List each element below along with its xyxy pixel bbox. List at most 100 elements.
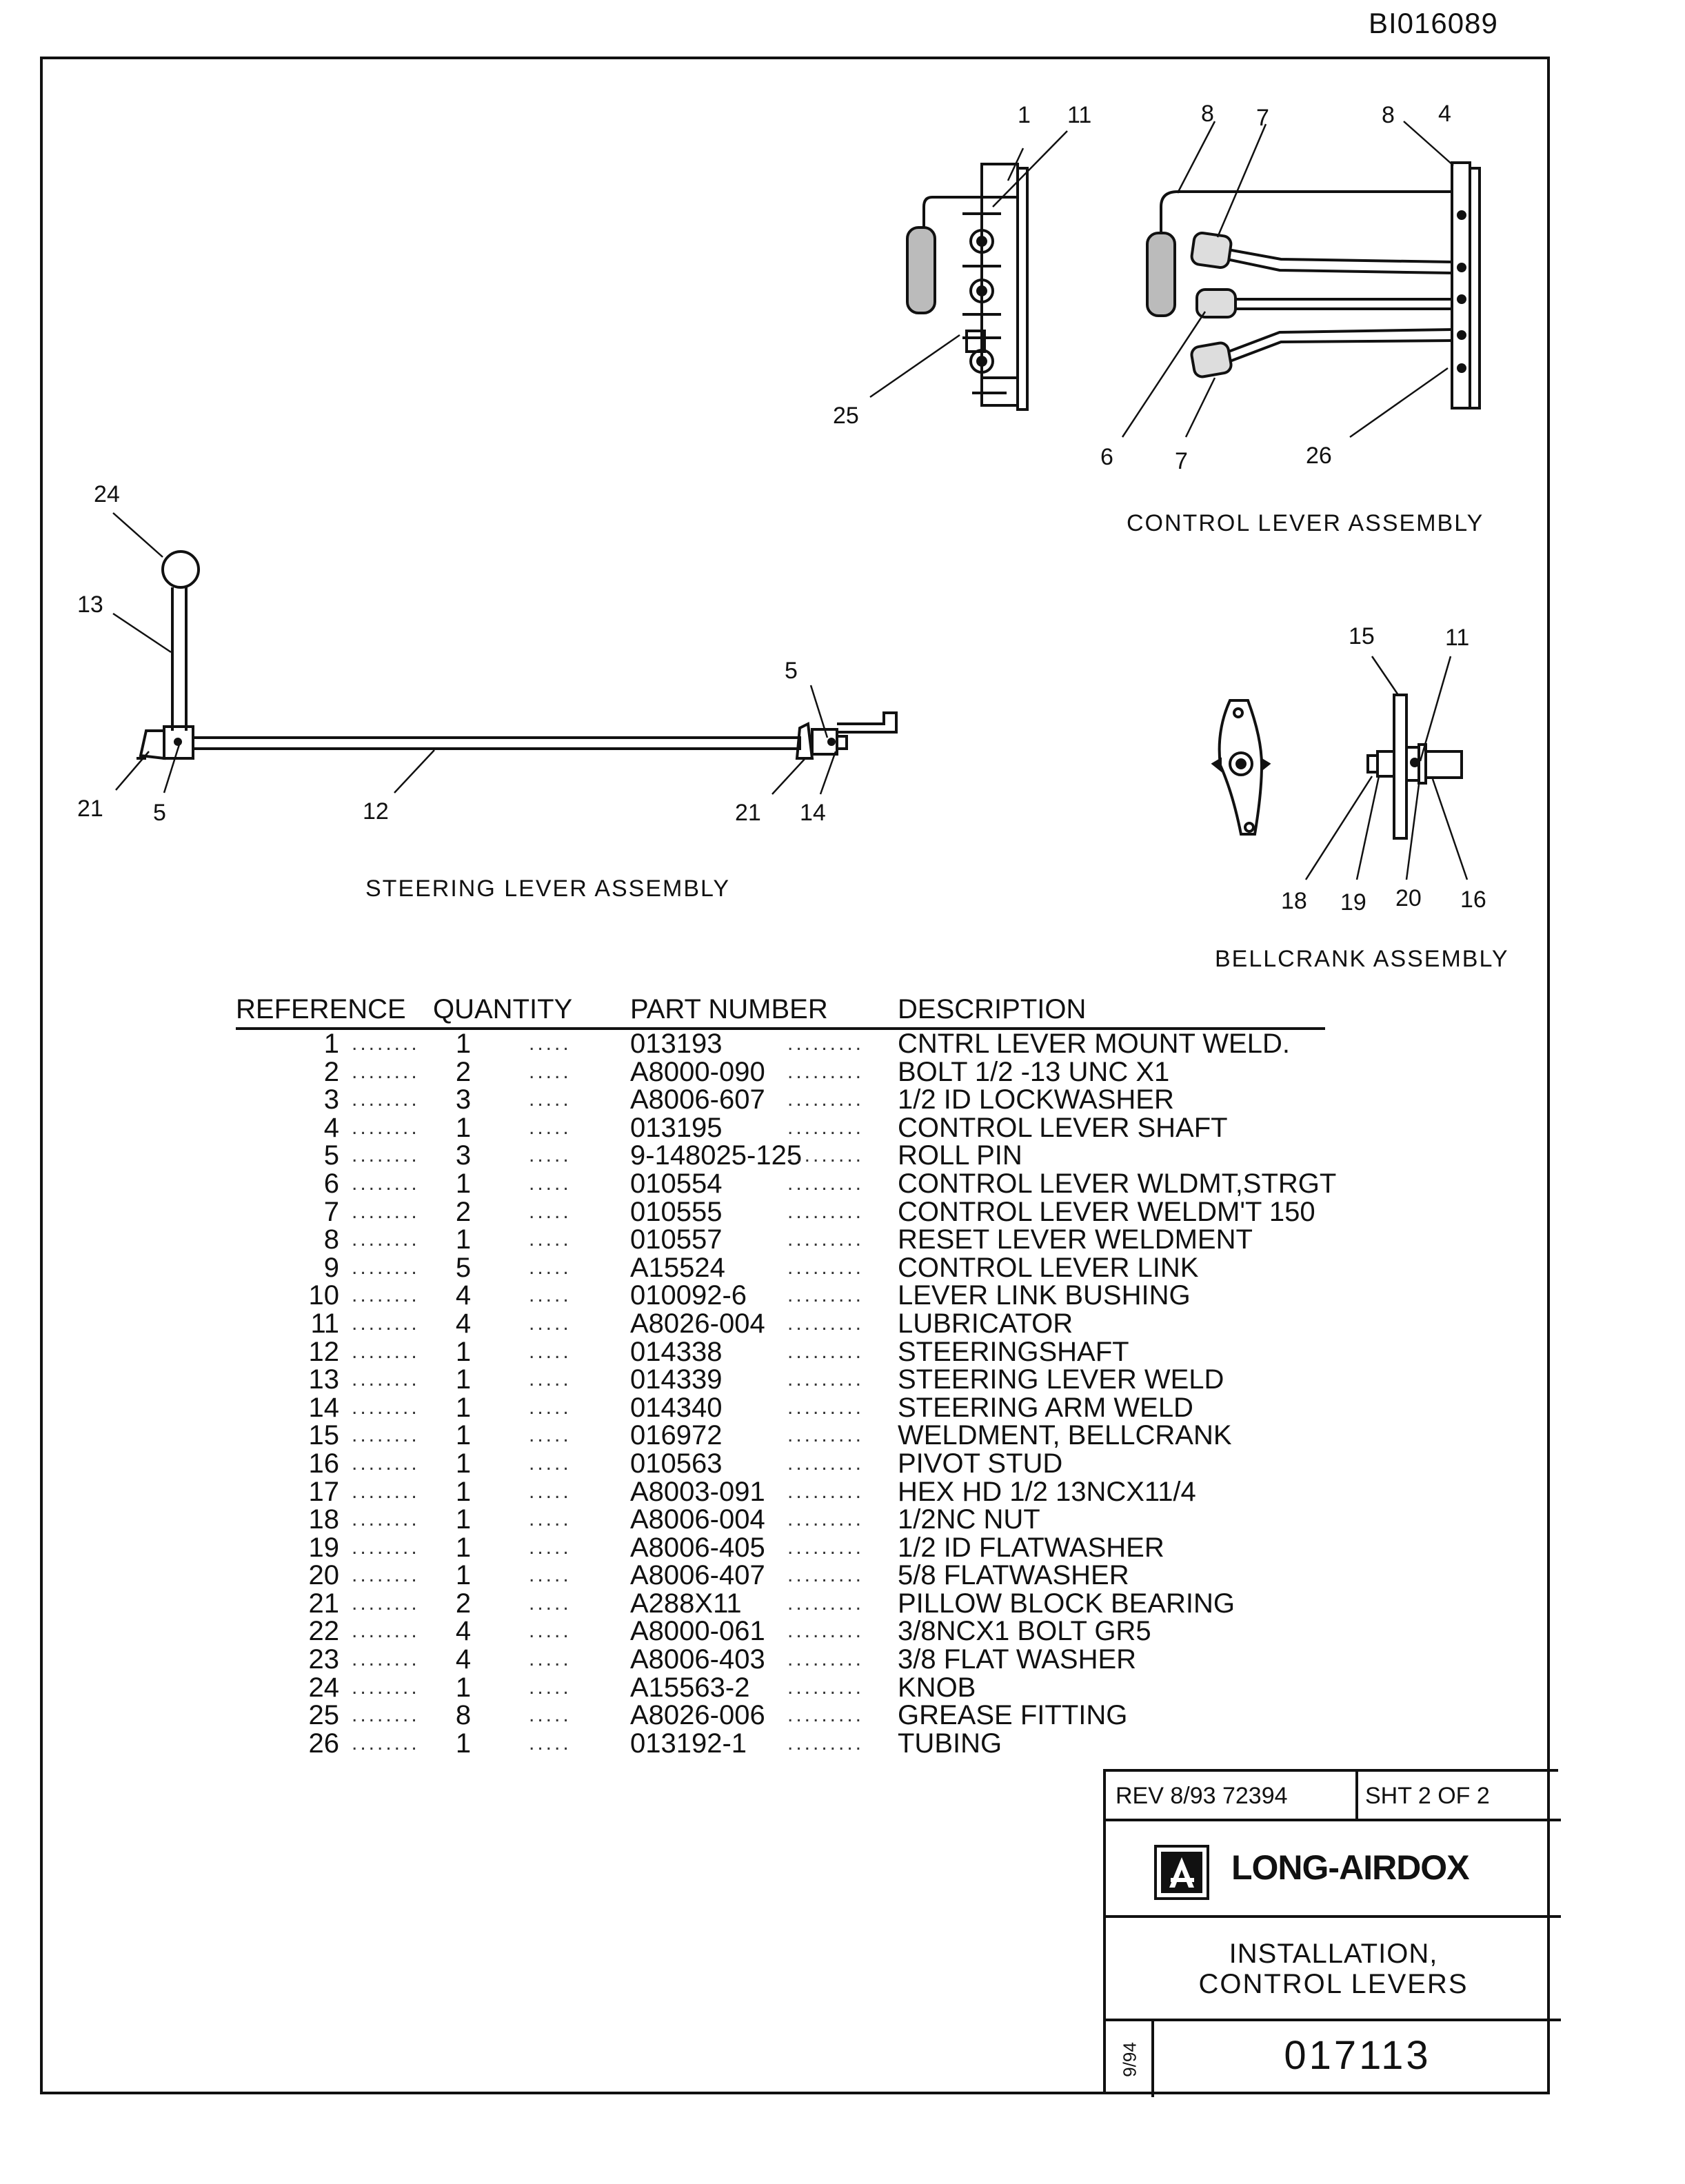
- leader-dots: ........: [352, 1479, 420, 1503]
- reference-cell: 18: [308, 1504, 340, 1535]
- leader-dots: .........: [787, 1255, 865, 1279]
- sheet-number: SHT 2 OF 2: [1365, 1783, 1490, 1809]
- description-cell: PILLOW BLOCK BEARING: [898, 1588, 1235, 1619]
- leader-dots: .........: [787, 1591, 865, 1615]
- quantity-cell: 1: [455, 1448, 472, 1479]
- description-cell: LEVER LINK BUSHING: [898, 1280, 1191, 1311]
- revision-row: REV 8/93 72394 SHT 2 OF 2: [1106, 1772, 1561, 1821]
- steering-lever-view: [137, 550, 898, 760]
- table-row: 12........1.....014338.........STEERINGS…: [236, 1338, 1325, 1366]
- part-number-cell: 9-148025-125: [630, 1140, 803, 1171]
- company-row: LONG-AIRDOX: [1106, 1821, 1561, 1918]
- leader-dots: .....: [529, 1115, 572, 1139]
- quantity-cell: 1: [455, 1392, 472, 1423]
- leader-dots: .........: [787, 1368, 865, 1391]
- table-row: 25........8.....A8026-006.........GREASE…: [236, 1701, 1325, 1730]
- callout-18: 18: [1281, 888, 1307, 914]
- leader-dots: .........: [787, 1648, 865, 1671]
- leader-dots: ........: [352, 1171, 420, 1195]
- part-number-cell: 013193: [630, 1029, 723, 1059]
- leader-dots: .....: [529, 1479, 572, 1503]
- quantity-cell: 1: [455, 1672, 472, 1703]
- table-row: 18........1.....A8006-004.........1/2NC …: [236, 1506, 1325, 1534]
- table-row: 3........3.....A8006-607.........1/2 ID …: [236, 1086, 1325, 1114]
- quantity-cell: 1: [455, 1224, 472, 1255]
- parts-table-header: REFERENCE QUANTITY PART NUMBER DESCRIPTI…: [236, 993, 1325, 1030]
- drawing-number-row: 9/94 017113: [1106, 2021, 1561, 2097]
- quantity-cell: 1: [455, 1420, 472, 1451]
- table-row: 24........1.....A15563-2.........KNOB: [236, 1674, 1325, 1702]
- leader-dots: .....: [529, 1088, 572, 1111]
- leader-dots: ........: [352, 1451, 420, 1475]
- quantity-cell: 1: [455, 1476, 472, 1507]
- description-cell: LUBRICATOR: [898, 1308, 1073, 1339]
- description-cell: HEX HD 1/2 13NCX11/4: [898, 1476, 1196, 1507]
- header-description: DESCRIPTION: [898, 994, 1087, 1024]
- date-cell: 9/94: [1106, 2021, 1154, 2097]
- part-number-cell: A15563-2: [630, 1672, 750, 1703]
- drawing-border: [40, 57, 1550, 2094]
- callout-11: 11: [1067, 102, 1091, 128]
- quantity-cell: 2: [455, 1588, 472, 1619]
- leader-dots: .....: [529, 1535, 572, 1559]
- callout-4: 4: [1438, 101, 1451, 127]
- leader-dots: .........: [787, 1284, 865, 1307]
- leader-dots: .....: [529, 1591, 572, 1615]
- callout-5: 5: [153, 800, 166, 826]
- quantity-cell: 4: [455, 1616, 472, 1647]
- reference-cell: 17: [308, 1476, 340, 1507]
- quantity-cell: 1: [455, 1532, 472, 1563]
- divider: [1355, 1772, 1358, 1821]
- leader-dots: .....: [529, 1424, 572, 1447]
- leader-dots: .........: [787, 1619, 865, 1643]
- quantity-cell: 3: [455, 1084, 472, 1115]
- part-number-cell: 014338: [630, 1336, 723, 1367]
- leader-dots: ........: [352, 1591, 420, 1615]
- description-cell: CNTRL LEVER MOUNT WELD.: [898, 1029, 1290, 1059]
- leader-dots: ........: [352, 1144, 420, 1167]
- leader-dots: .....: [529, 1508, 572, 1531]
- table-row: 23........4.....A8006-403.........3/8 FL…: [236, 1646, 1325, 1674]
- document-id: BI016089: [1369, 7, 1498, 39]
- leader-dots: .........: [787, 1171, 865, 1195]
- leader-dots: .....: [529, 1619, 572, 1643]
- table-row: 16........1.....010563.........PIVOT STU…: [236, 1450, 1325, 1478]
- leader-dots: ........: [352, 1703, 420, 1727]
- leader-dots: .....: [529, 1731, 572, 1755]
- table-row: 20........1.....A8006-407.........5/8 FL…: [236, 1561, 1325, 1590]
- callout-26: 26: [1306, 443, 1332, 469]
- part-number-cell: 014340: [630, 1392, 723, 1423]
- description-cell: PIVOT STUD: [898, 1448, 1063, 1479]
- control-lever-assembly-caption: CONTROL LEVER ASSEMBLY: [1127, 510, 1484, 536]
- parts-table: REFERENCE QUANTITY PART NUMBER DESCRIPTI…: [236, 993, 1337, 1757]
- quantity-cell: 4: [455, 1308, 472, 1339]
- leader-dots: ........: [352, 1731, 420, 1755]
- callout-19: 19: [1340, 889, 1366, 916]
- leader-dots: ........: [352, 1088, 420, 1111]
- leader-dots: .....: [529, 1675, 572, 1699]
- quantity-cell: 1: [455, 1560, 472, 1591]
- table-row: 2........2.....A8000-090.........BOLT 1/…: [236, 1058, 1325, 1086]
- quantity-cell: 2: [455, 1196, 472, 1227]
- part-number-cell: A8026-004: [630, 1308, 765, 1339]
- leader-dots: .....: [529, 1228, 572, 1251]
- part-number-cell: 013195: [630, 1112, 723, 1143]
- bellcrank-view: [1211, 694, 1463, 840]
- reference-cell: 10: [308, 1280, 340, 1311]
- reference-cell: 25: [308, 1700, 340, 1731]
- description-cell: CONTROL LEVER WELDM'T 150: [898, 1196, 1315, 1227]
- table-row: 13........1.....014339.........STEERING …: [236, 1366, 1325, 1394]
- table-row: 21........2.....A288X11.........PILLOW B…: [236, 1590, 1325, 1618]
- leader-dots: ........: [352, 1255, 420, 1279]
- leader-dots: ........: [352, 1535, 420, 1559]
- callout-25: 25: [833, 403, 859, 429]
- bellcrank-assembly-caption: BELLCRANK ASSEMBLY: [1215, 946, 1509, 972]
- table-row: 17........1.....A8003-091.........HEX HD…: [236, 1478, 1325, 1506]
- company-logo-icon: [1154, 1845, 1209, 1900]
- part-number-cell: A15524: [630, 1252, 725, 1283]
- part-number-cell: A8003-091: [630, 1476, 765, 1507]
- description-cell: 5/8 FLATWASHER: [898, 1560, 1129, 1591]
- control-lever-top-view: [1146, 161, 1481, 410]
- parts-table-body: 1........ 1..... 013193......... CNTRL LEVE…: [236, 1029, 1337, 1757]
- table-row: 14........1.....014340.........STEERING …: [236, 1394, 1325, 1422]
